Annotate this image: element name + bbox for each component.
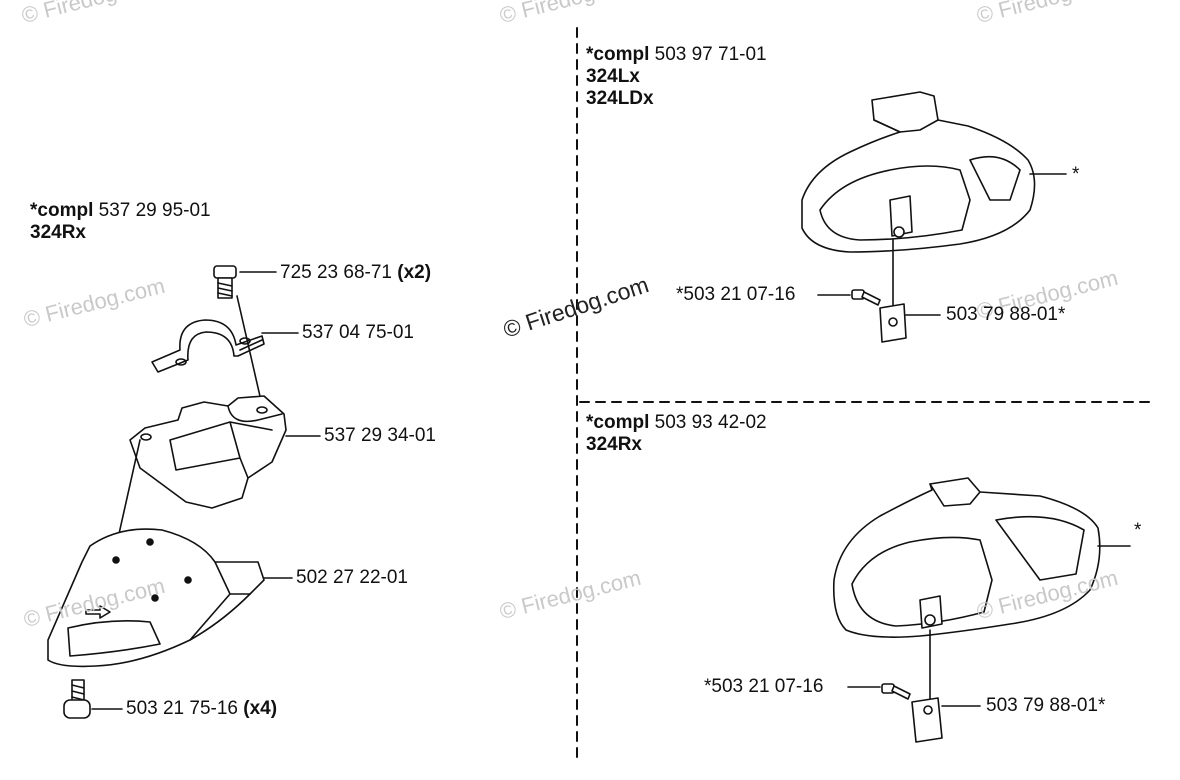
- bottom-right-screw: [881, 683, 911, 700]
- bottom-right-header: *compl 503 93 42-02 324Rx: [586, 412, 767, 456]
- part-label: 537 29 34-01: [324, 425, 436, 446]
- screw-label: *503 21 07-16: [704, 676, 824, 697]
- part-label: 502 27 22-01: [296, 567, 408, 588]
- plate-label: 503 79 88-01*: [986, 695, 1106, 716]
- part-label: 725 23 68-71 (x2): [280, 262, 432, 283]
- model-label: 324Rx: [586, 434, 642, 455]
- compl-label: *compl: [30, 200, 94, 221]
- top-right-guard: [801, 91, 1036, 253]
- model-label: 324Lx: [586, 66, 640, 87]
- compl-label: *compl: [586, 412, 650, 433]
- left-header: *compl 537 29 95-01 324Rx: [30, 200, 211, 244]
- bottom-right-plate: [911, 697, 943, 743]
- top-right-screw: [851, 289, 881, 306]
- clamp-part: [151, 319, 265, 373]
- model-label: 324LDx: [586, 88, 654, 109]
- top-right-header: *compl 503 97 71-01 324Lx 324LDx: [586, 44, 767, 110]
- compl-number: 537 29 95-01: [98, 200, 211, 221]
- part-label: 503 21 75-16 (x4): [126, 698, 278, 719]
- plate-label: 503 79 88-01*: [946, 304, 1066, 325]
- guard-mark: *: [1072, 164, 1080, 185]
- guard-mark: *: [1134, 520, 1142, 541]
- top-right-plate: [879, 303, 907, 343]
- compl-number: 503 93 42-02: [654, 412, 767, 433]
- compl-label: *compl: [586, 44, 650, 65]
- bottom-right-guard: [832, 477, 1101, 638]
- screw-part: [63, 679, 91, 719]
- model-label: 324Rx: [30, 222, 86, 243]
- holder-part: [129, 395, 287, 509]
- bolt-part: [213, 265, 237, 299]
- guard-part: [47, 528, 265, 668]
- part-label: 537 04 75-01: [302, 322, 414, 343]
- compl-number: 503 97 71-01: [654, 44, 767, 65]
- screw-label: *503 21 07-16: [676, 284, 796, 305]
